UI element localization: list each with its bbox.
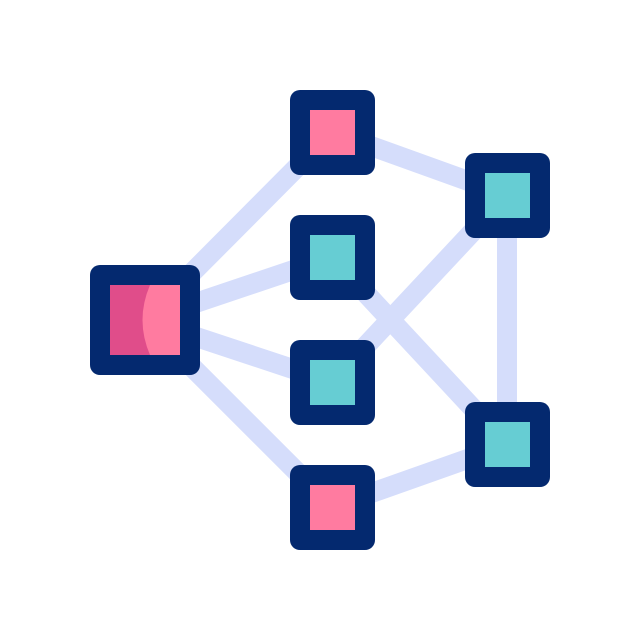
right-top-node (465, 153, 550, 238)
node-1 (290, 90, 375, 175)
right-bottom-node (465, 402, 550, 487)
node-2 (290, 215, 375, 300)
node-3 (290, 340, 375, 425)
root-node (90, 265, 200, 375)
node-4 (290, 465, 375, 550)
